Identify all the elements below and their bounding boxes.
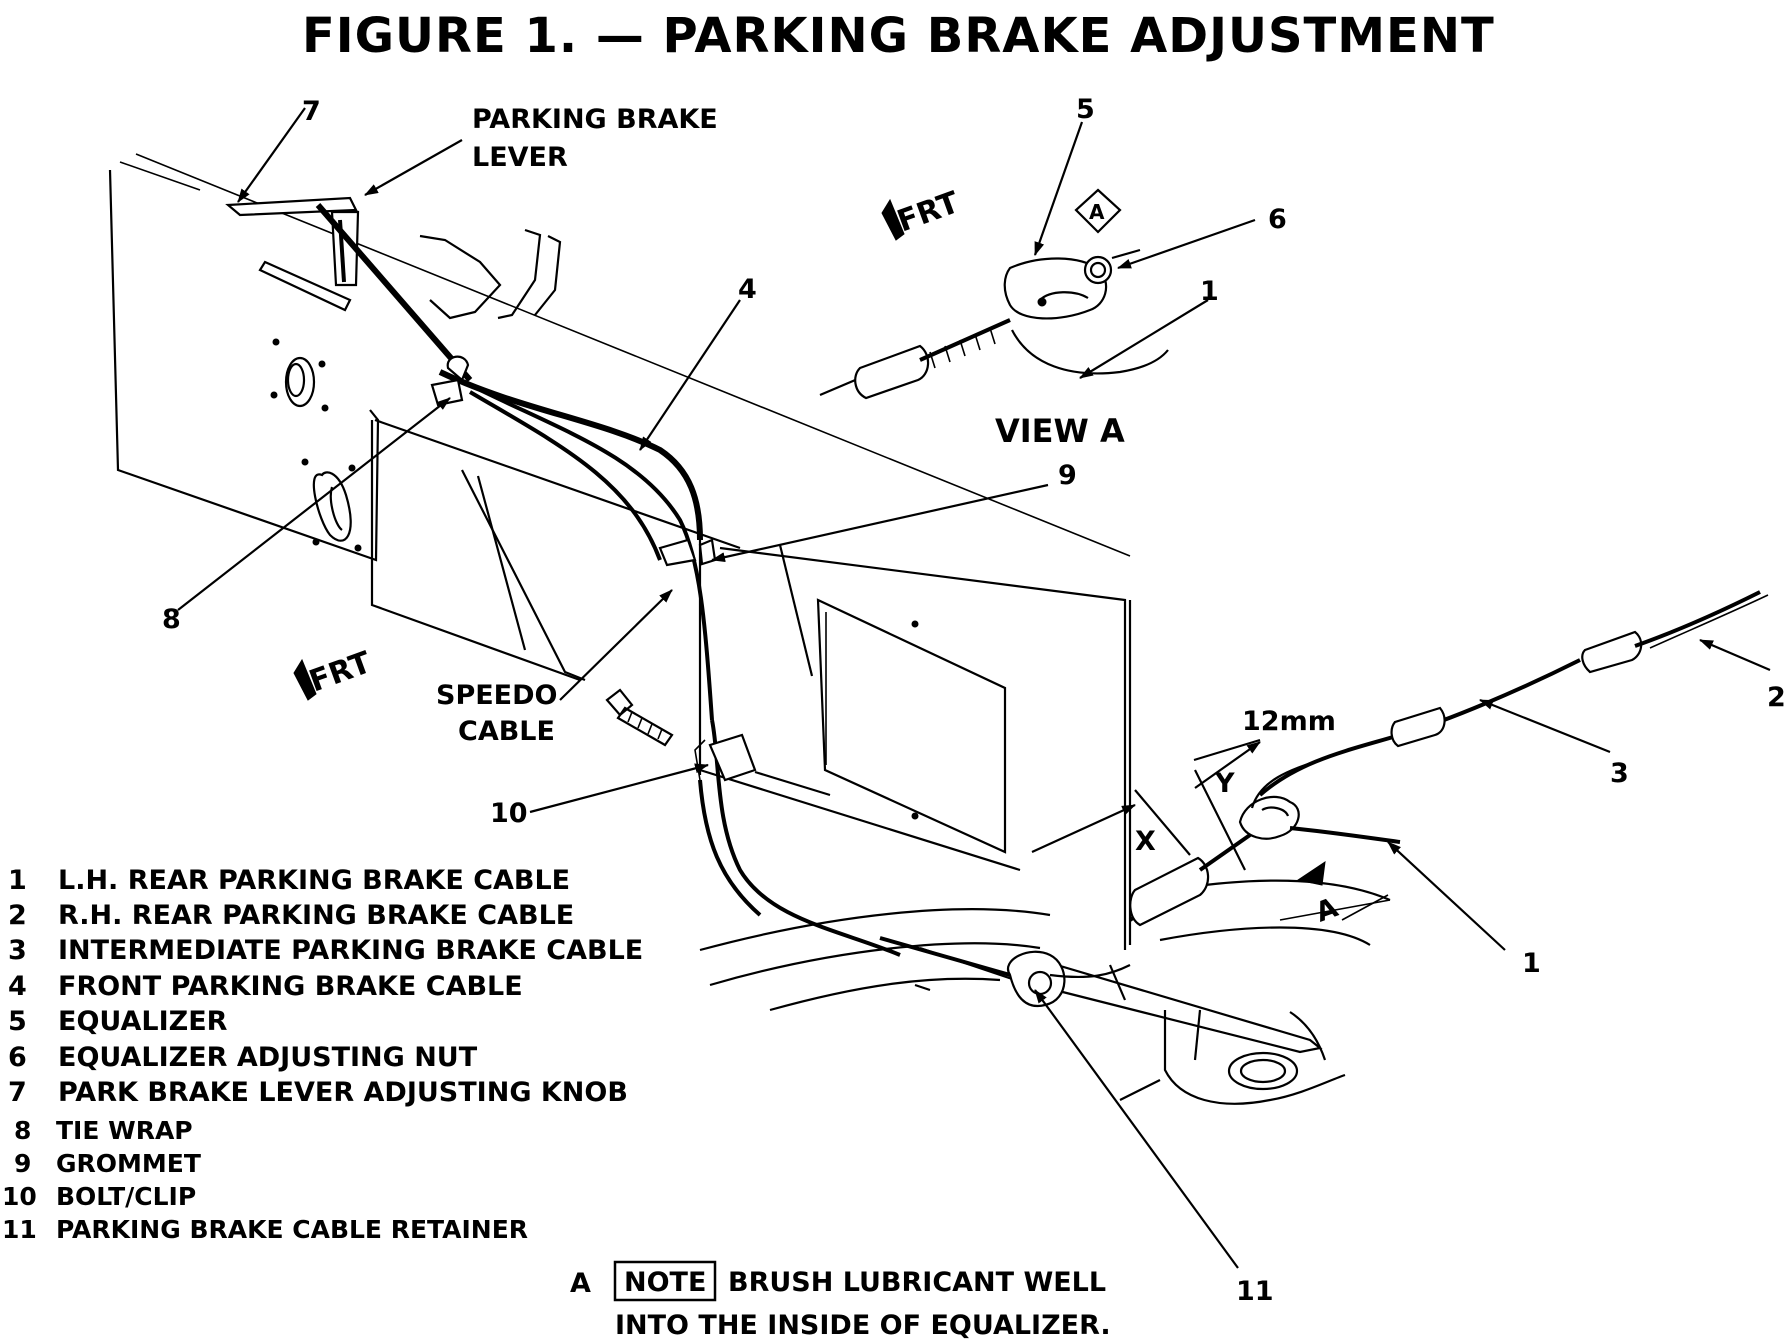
legend-text-7: PARK BRAKE LEVER ADJUSTING KNOB (58, 1077, 628, 1108)
legend-text-10: BOLT/CLIP (56, 1182, 196, 1211)
legend-text-3: INTERMEDIATE PARKING BRAKE CABLE (58, 935, 643, 966)
legend-num-6: 6 (8, 1042, 27, 1073)
legend-text-5: EQUALIZER (58, 1006, 228, 1037)
legend-text-8: TIE WRAP (56, 1116, 193, 1145)
label-frt-inset: FRT (893, 185, 964, 240)
legend-num-8: 8 (14, 1116, 31, 1145)
legend-num-1: 1 (8, 865, 27, 896)
label-speedo-line2: CABLE (458, 716, 555, 747)
label-view-a: VIEW A (995, 412, 1125, 450)
legend-num-11: 11 (2, 1215, 37, 1244)
note-label-box (613, 1260, 717, 1302)
callout-11: 11 (1236, 1276, 1274, 1307)
label-view-marker: A (1089, 200, 1105, 224)
legend-text-9: GROMMET (56, 1149, 201, 1178)
callout-2: 2 (1767, 682, 1786, 713)
leader-lines (177, 107, 1771, 1269)
figure-title: FIGURE 1. — PARKING BRAKE ADJUSTMENT (302, 8, 1495, 64)
legend-num-4: 4 (8, 971, 27, 1002)
note-line1: BRUSH LUBRICANT WELL (728, 1267, 1106, 1298)
callout-1-inset: 1 (1200, 276, 1219, 307)
legend-text-6: EQUALIZER ADJUSTING NUT (58, 1042, 478, 1073)
note-block: A NOTE BRUSH LUBRICANT WELL INTO THE INS… (570, 1260, 1111, 1341)
label-parking-brake-lever-line2: LEVER (472, 142, 568, 173)
vehicle-body-drawing (108, 153, 1391, 1105)
label-direction-a: A (1312, 892, 1342, 928)
callout-1: 1 (1522, 948, 1541, 979)
label-dim-x: X (1135, 826, 1156, 857)
note-label: NOTE (624, 1267, 706, 1298)
note-marker: A (570, 1268, 591, 1299)
legend-num-10: 10 (2, 1182, 37, 1211)
callout-3: 3 (1610, 758, 1629, 789)
note-line2: INTO THE INSIDE OF EQUALIZER. (615, 1310, 1111, 1341)
callout-9: 9 (1058, 460, 1077, 491)
legend-text-2: R.H. REAR PARKING BRAKE CABLE (58, 900, 574, 931)
legend-text-1: L.H. REAR PARKING BRAKE CABLE (58, 865, 570, 896)
legend-num-7: 7 (8, 1077, 27, 1108)
callout-8: 8 (162, 604, 181, 635)
legend-text-11: PARKING BRAKE CABLE RETAINER (56, 1215, 528, 1244)
callout-10: 10 (490, 798, 528, 829)
legend-num-3: 3 (8, 935, 27, 966)
legend-num-2: 2 (8, 900, 27, 931)
legend: 1 L.H. REAR PARKING BRAKE CABLE 2 R.H. R… (2, 865, 643, 1244)
callout-4: 4 (738, 274, 757, 305)
view-a-inset (819, 188, 1169, 400)
label-12mm: 12mm (1242, 706, 1336, 737)
callout-5: 5 (1076, 94, 1095, 125)
legend-num-9: 9 (14, 1149, 31, 1178)
legend-num-5: 5 (8, 1006, 27, 1037)
label-frt-main: FRT (305, 645, 376, 700)
label-dim-y: Y (1214, 768, 1235, 799)
callout-6: 6 (1268, 204, 1287, 235)
label-speedo-line1: SPEEDO (436, 680, 558, 711)
callout-7: 7 (302, 96, 321, 127)
label-parking-brake-lever-line1: PARKING BRAKE (472, 104, 718, 135)
legend-text-4: FRONT PARKING BRAKE CABLE (58, 971, 523, 1002)
